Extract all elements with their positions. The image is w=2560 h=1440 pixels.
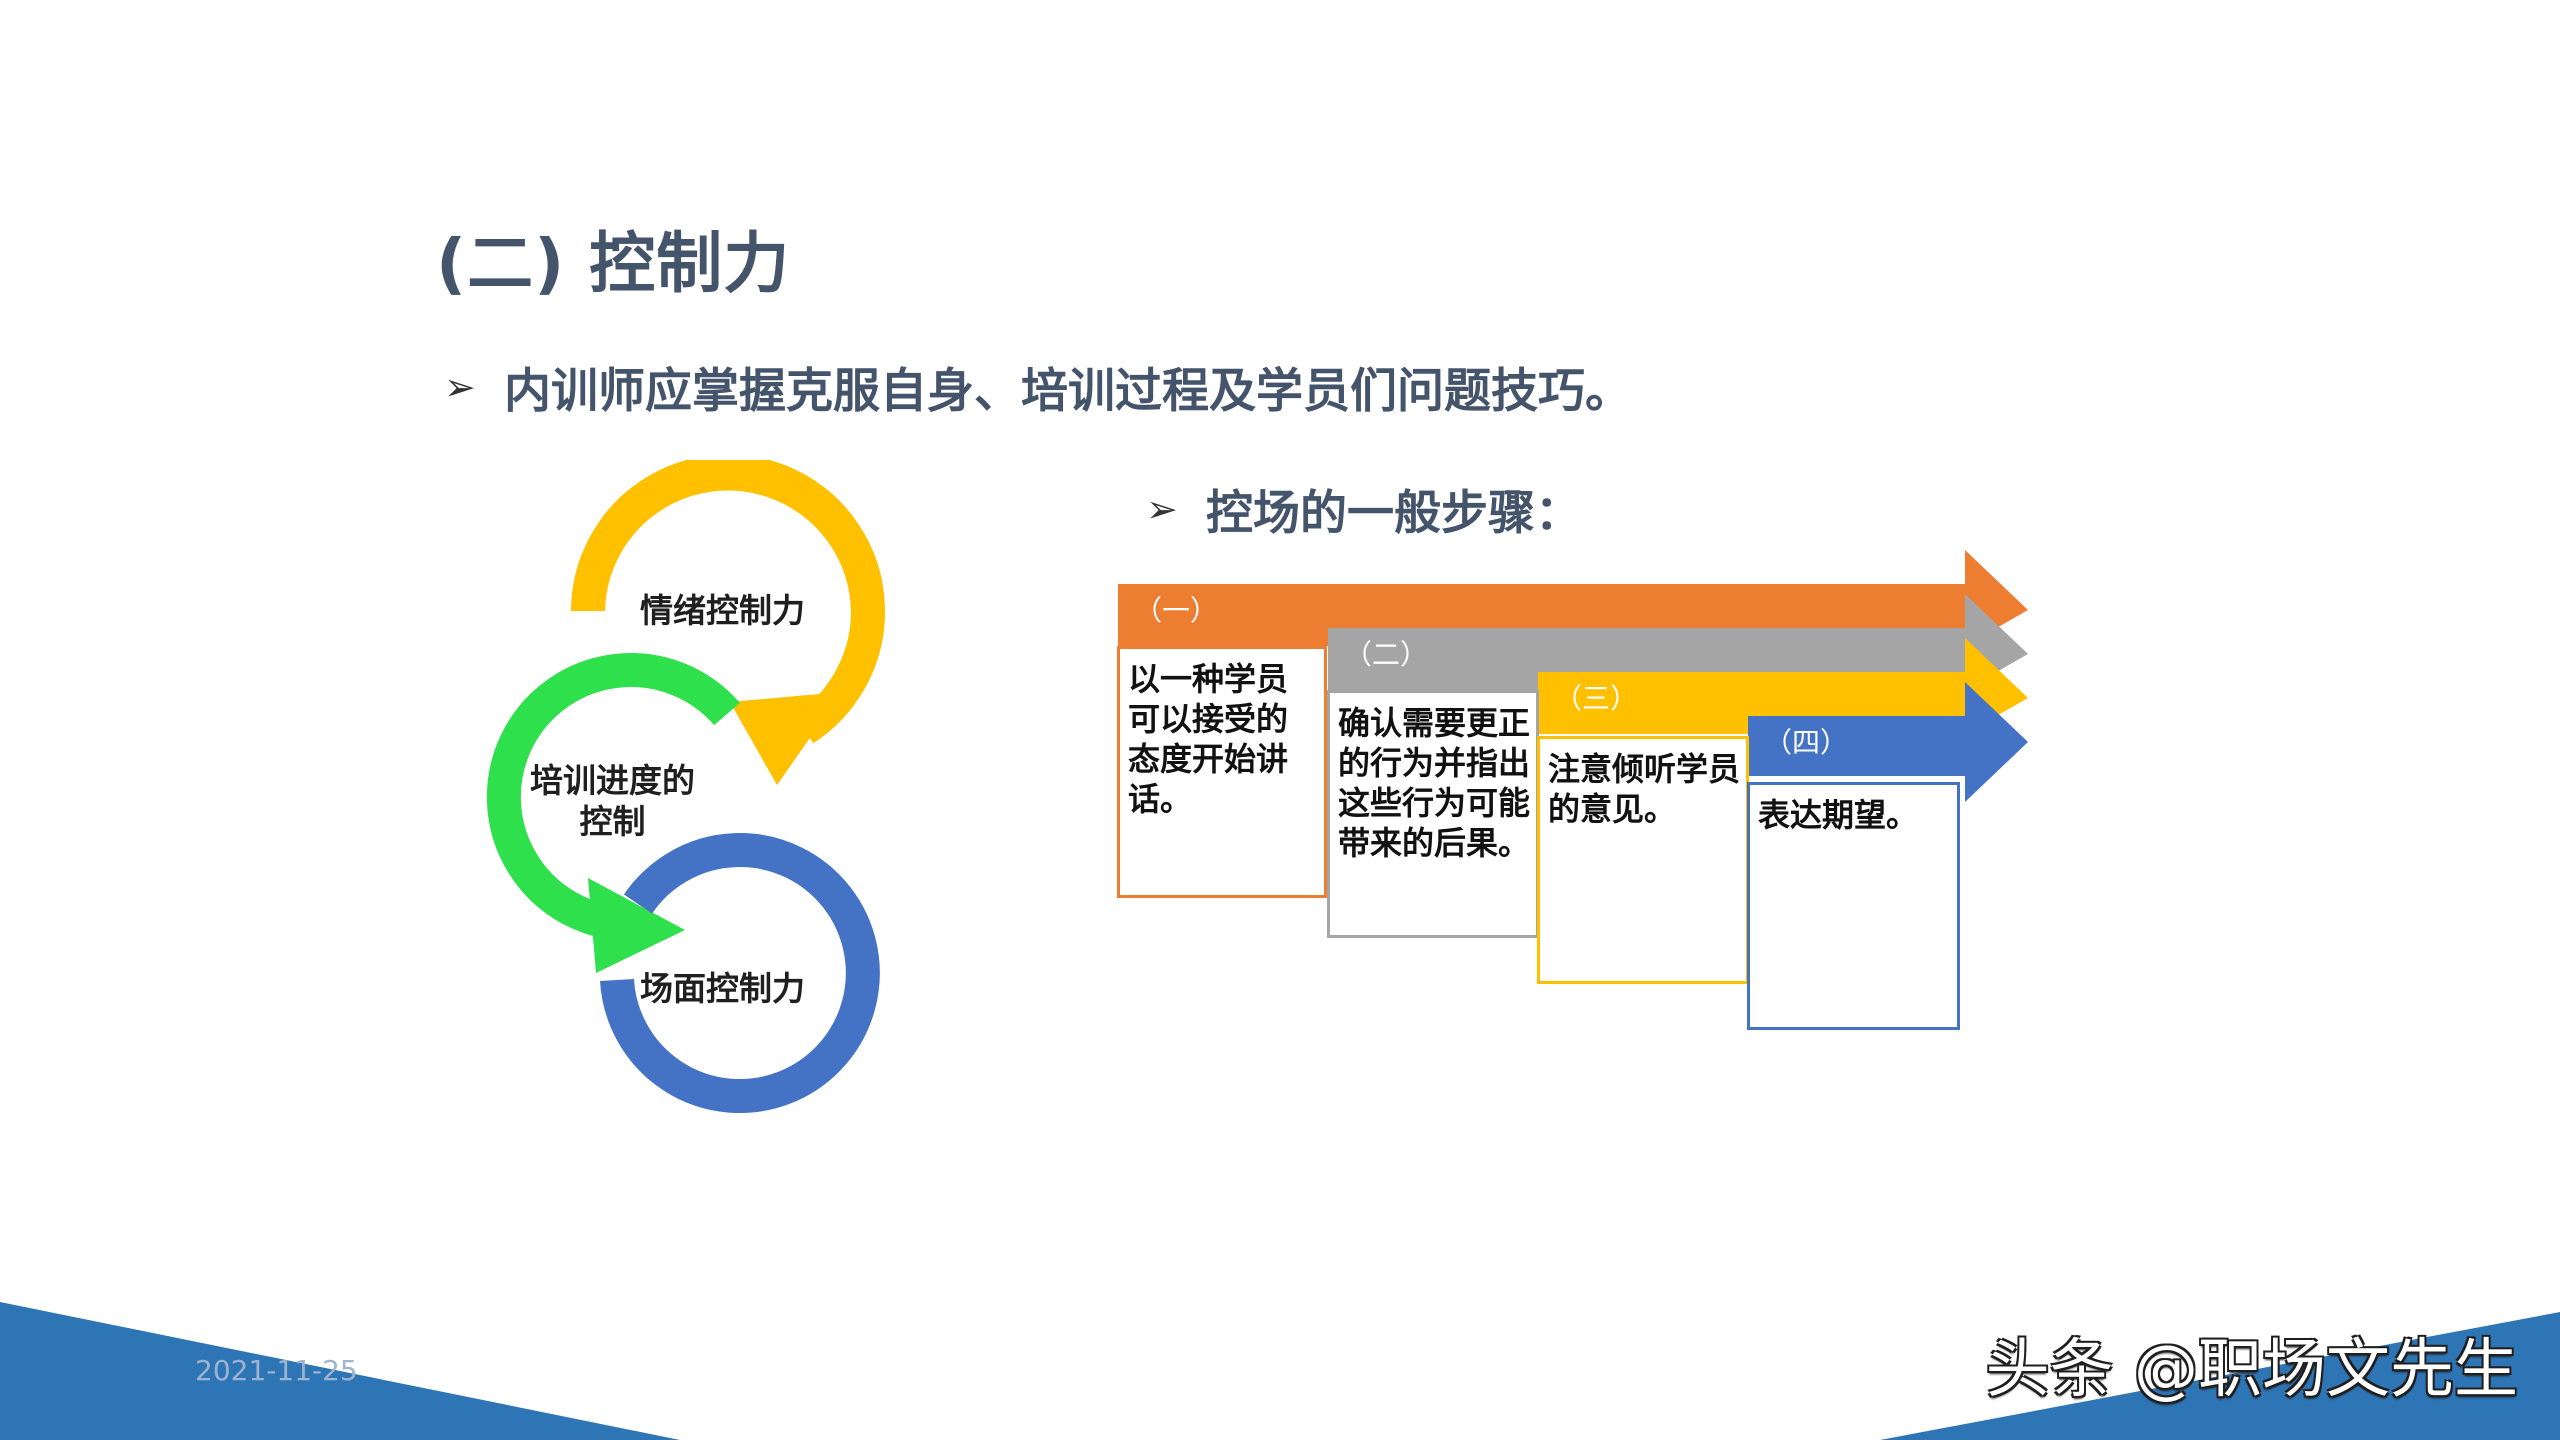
- cycle-arrowhead-progress: [588, 878, 685, 973]
- watermark: 头条 @职场文先生: [1985, 1333, 2518, 1407]
- cycle-label-progress-line1: 培训进度的: [530, 761, 695, 800]
- step-arrow-1: [1118, 550, 2028, 646]
- step-box-4: 表达期望。: [1747, 782, 1960, 1030]
- step-header-3: （三）: [1554, 682, 1639, 715]
- step-arrow-3: [1538, 638, 2028, 734]
- bullet-steps: ➢ 控场的一般步骤：: [1146, 474, 1582, 543]
- footer-band: [0, 1302, 2560, 1440]
- step-header-1: （一）: [1134, 594, 1219, 627]
- bullet-skills-text: 内训师应掌握克服自身、培训过程及学员们问题技巧。: [504, 364, 1632, 419]
- bullet-steps-text: 控场的一般步骤：: [1206, 486, 1582, 541]
- footer-band-right: [1880, 1312, 2560, 1440]
- footer-date: 2021-11-25: [195, 1354, 358, 1387]
- step-arrow-4: [1748, 682, 2028, 802]
- cycle-label-progress: 培训进度的 控制: [530, 760, 695, 842]
- cycle-arrowhead-emotion: [730, 692, 842, 785]
- footer-band-left: [0, 1302, 680, 1440]
- step-box-1: 以一种学员可以接受的态度开始讲话。: [1117, 646, 1327, 898]
- page-title: (二) 控制力: [436, 225, 791, 302]
- steps-arrows: [1118, 550, 2028, 802]
- step-text-1: 以一种学员可以接受的态度开始讲话。: [1128, 660, 1289, 818]
- step-box-3: 注意倾听学员的意见。: [1537, 736, 1749, 984]
- step-arrow-2: [1328, 594, 2028, 690]
- cycle-arc-progress: [486, 653, 740, 941]
- cycle-arc-scene: [600, 833, 880, 1114]
- arrow-bullet-icon: ➢: [1146, 486, 1178, 531]
- cycle-arrows: [486, 454, 885, 1114]
- cycle-arc-emotion: [571, 454, 885, 744]
- cycle-label-progress-line2: 控制: [579, 802, 646, 841]
- step-text-4: 表达期望。: [1758, 796, 1919, 834]
- step-text-3: 注意倾听学员的意见。: [1548, 750, 1741, 828]
- control-cycle-diagram: 情绪控制力 培训进度的 控制 场面控制力: [480, 454, 900, 1160]
- step-text-2: 确认需要更正的行为并指出这些行为可能带来的后果。: [1338, 704, 1531, 862]
- arrow-bullet-icon: ➢: [444, 364, 476, 409]
- bullet-skills: ➢ 内训师应掌握克服自身、培训过程及学员们问题技巧。: [444, 352, 1632, 421]
- step-box-2: 确认需要更正的行为并指出这些行为可能带来的后果。: [1327, 690, 1539, 938]
- cycle-label-emotion: 情绪控制力: [640, 591, 805, 630]
- cycle-label-scene: 场面控制力: [640, 969, 805, 1008]
- step-header-2: （二）: [1344, 638, 1429, 671]
- step-header-4: （四）: [1764, 726, 1849, 759]
